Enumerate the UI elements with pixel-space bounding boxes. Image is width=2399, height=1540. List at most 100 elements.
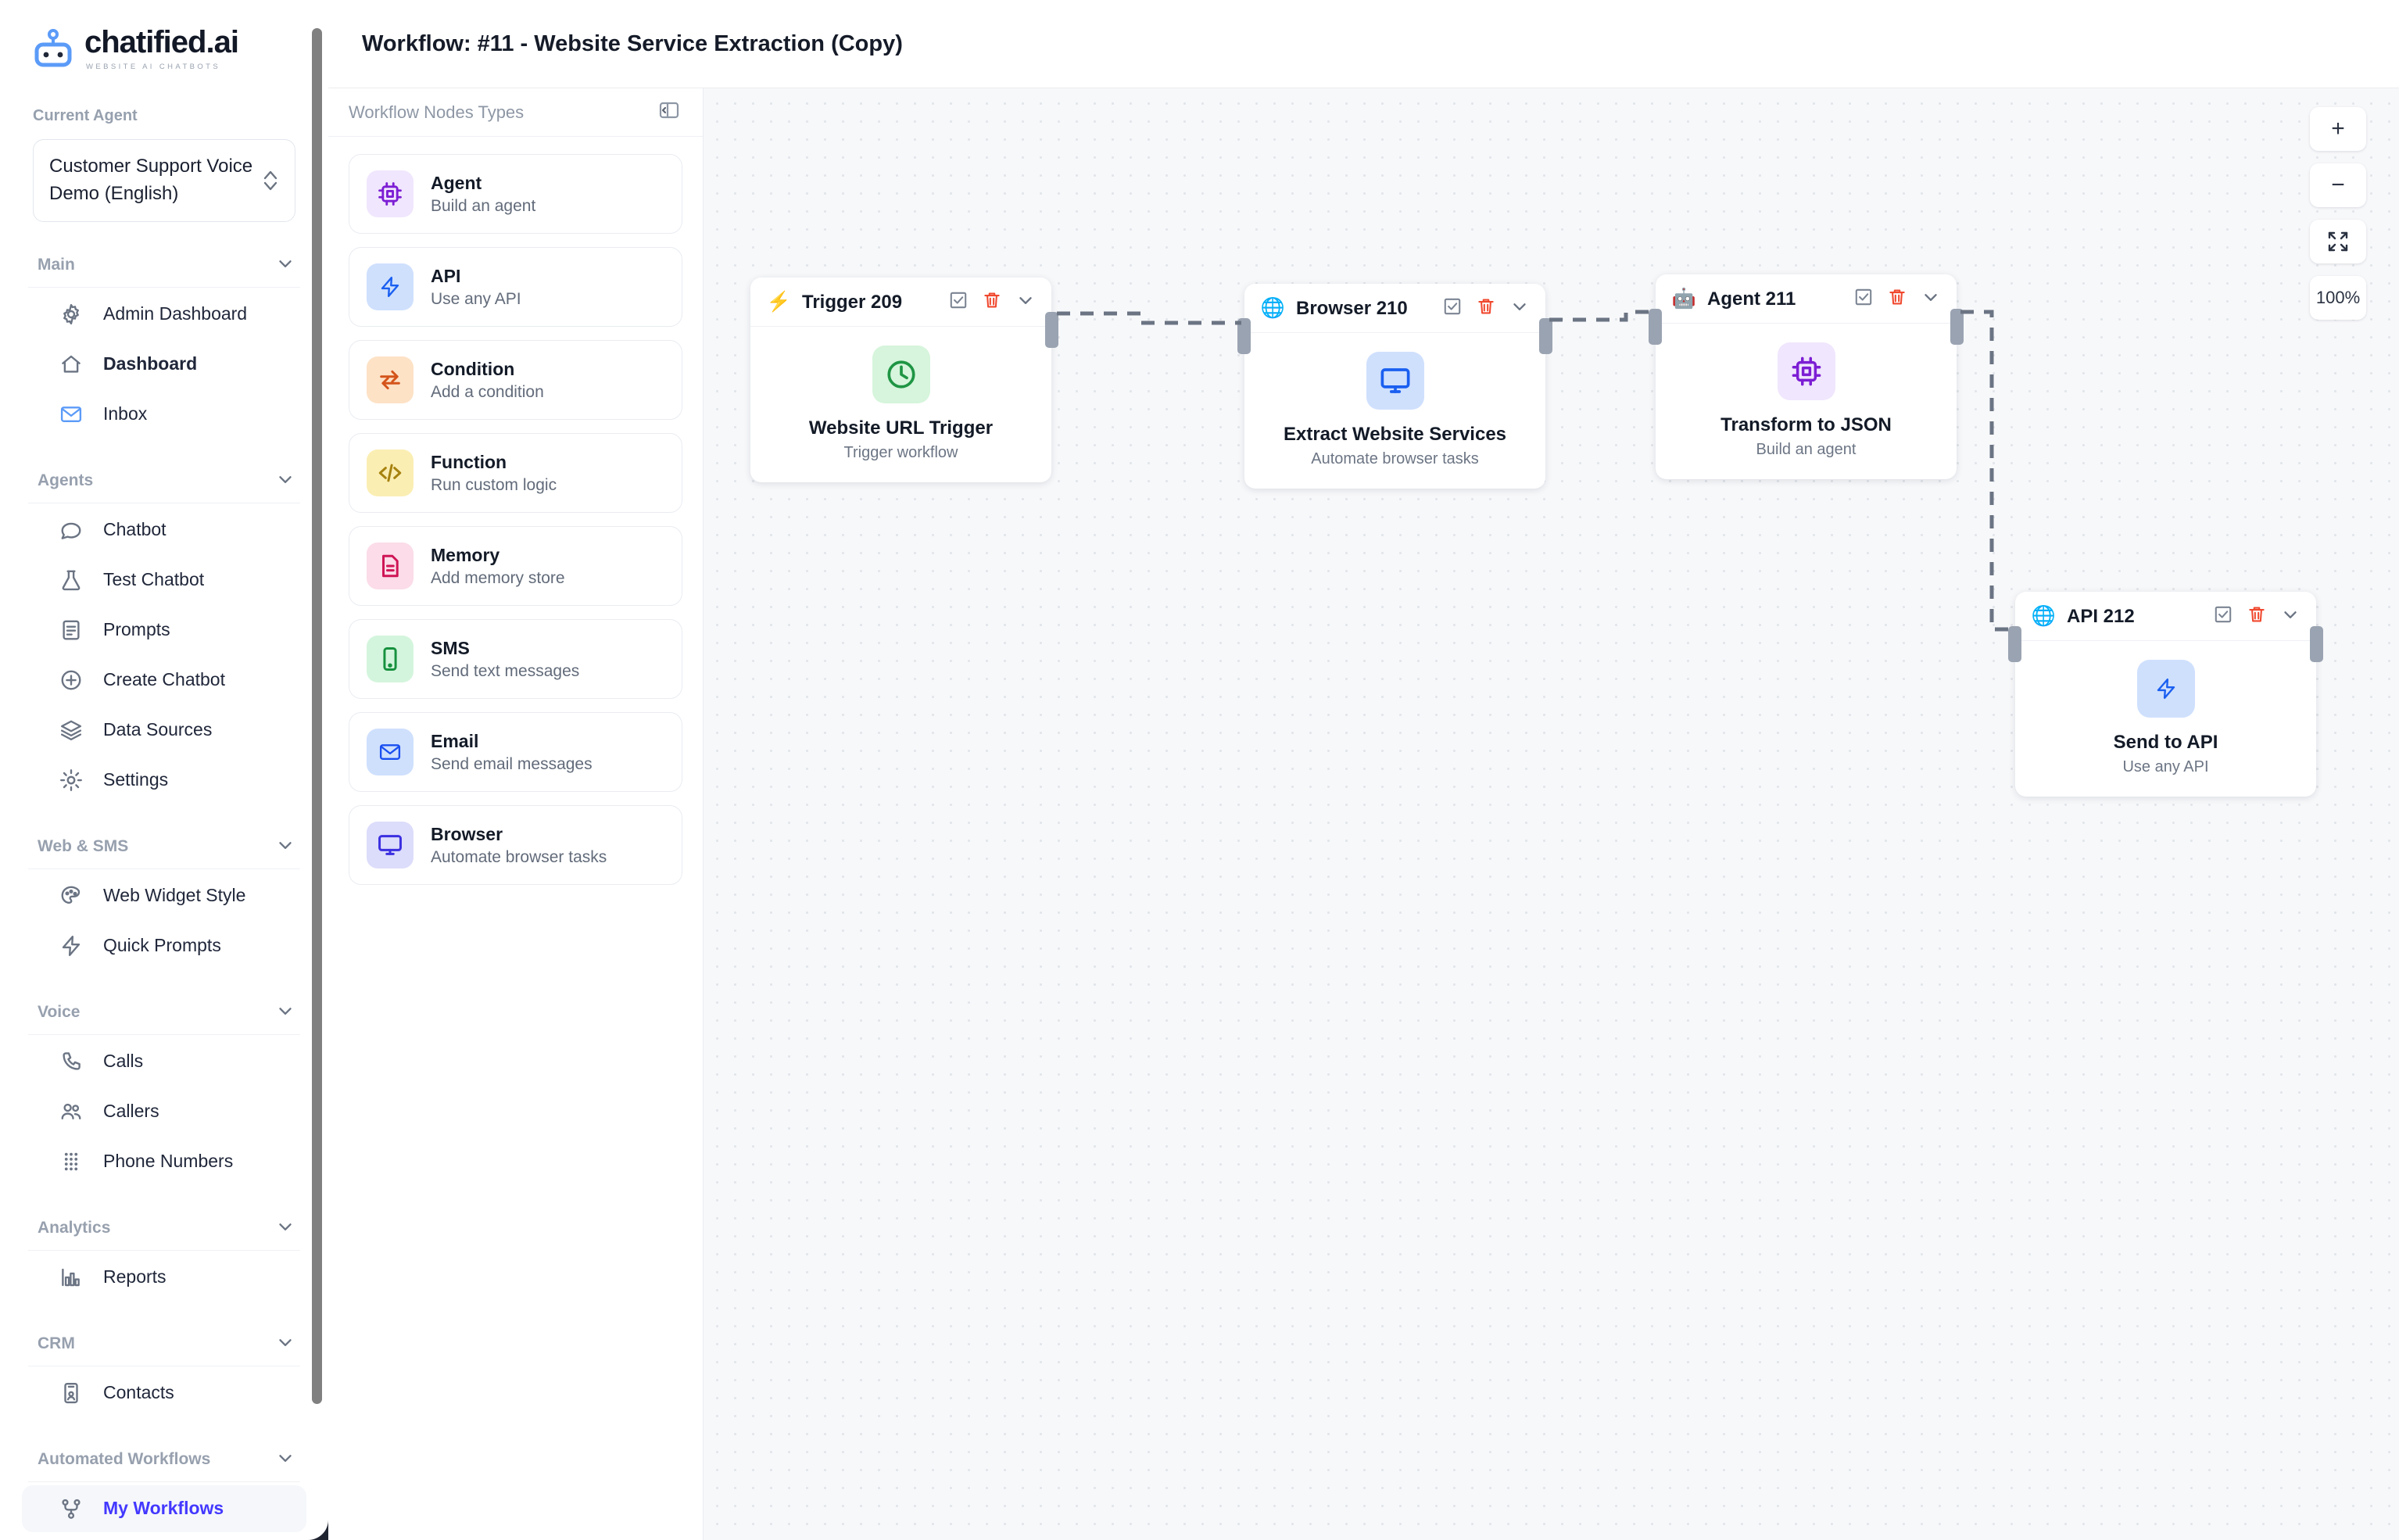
brand-logo[interactable]: chatified.ai WEBSITE AI CHATBOTS (0, 0, 328, 71)
nav-group-header[interactable]: Web & SMS (28, 827, 300, 869)
sidebar-item-label: Data Sources (103, 719, 213, 740)
chevron-down-icon (275, 1001, 295, 1025)
node-delete-icon[interactable] (1476, 296, 1496, 321)
sidebar-item-label: My Workflows (103, 1498, 224, 1519)
sidebar-item-web-widget-style[interactable]: Web Widget Style (22, 872, 306, 919)
cpu-icon (367, 170, 414, 217)
workflow-canvas[interactable]: + − 100% ⚡Trigge (704, 88, 2399, 1540)
sidebar-item-calls[interactable]: Calls (22, 1038, 306, 1085)
node-checkbox-icon[interactable] (2213, 604, 2233, 629)
sidebar-item-callers[interactable]: Callers (22, 1088, 306, 1135)
node-checkbox-icon[interactable] (948, 290, 969, 314)
sidebar-item-label: Create Chatbot (103, 669, 225, 690)
node-title: Trigger 209 (802, 291, 903, 313)
node-collapse-chevron-icon[interactable] (1921, 287, 1941, 311)
clock-icon (872, 346, 930, 403)
sidebar-item-admin-dashboard[interactable]: Admin Dashboard (22, 291, 306, 338)
nav-group-header[interactable]: Agents (28, 461, 300, 503)
zoom-level-indicator[interactable]: 100% (2310, 276, 2366, 320)
sidebar-item-contacts[interactable]: Contacts (22, 1370, 306, 1416)
node-handle-right[interactable] (1539, 318, 1552, 354)
node-delete-icon[interactable] (982, 290, 1002, 314)
swap-icon (367, 356, 414, 403)
node-checkbox-icon[interactable] (1853, 287, 1874, 311)
node-handle-left[interactable] (1649, 309, 1662, 345)
nav-group-header[interactable]: Voice (28, 993, 300, 1035)
contact-card-icon (59, 1381, 83, 1405)
fit-view-button[interactable] (2310, 220, 2366, 263)
sidebar-item-phone-numbers[interactable]: Phone Numbers (22, 1138, 306, 1185)
sidebar-item-templates[interactable]: Templates (22, 1535, 306, 1540)
node-delete-icon[interactable] (2247, 604, 2267, 629)
chat-bubble-icon (59, 518, 83, 542)
node-type-badge-icon: 🤖 (1671, 288, 1696, 310)
nav-group-header[interactable]: Main (28, 245, 300, 288)
node-collapse-chevron-icon[interactable] (2280, 604, 2301, 629)
current-agent-select[interactable]: Customer Support Voice Demo (English) (33, 139, 295, 222)
node-sublabel: Build an agent (1756, 441, 1857, 458)
palette-tile-desc: Add a condition (431, 382, 544, 401)
palette-tile-name: Condition (431, 358, 515, 379)
palette-tile-name: Memory (431, 544, 500, 565)
page-title: Workflow: #11 - Website Service Extracti… (362, 30, 903, 56)
sidebar-item-label: Settings (103, 769, 169, 790)
zoom-out-button[interactable]: − (2310, 163, 2366, 207)
sidebar-item-chatbot[interactable]: Chatbot (22, 507, 306, 553)
node-collapse-chevron-icon[interactable] (1509, 296, 1530, 321)
sidebar-item-data-sources[interactable]: Data Sources (22, 707, 306, 754)
bolt-icon (59, 934, 83, 958)
nav-group-header[interactable]: CRM (28, 1324, 300, 1366)
node-handle-right[interactable] (1045, 312, 1058, 348)
sidebar-item-reports[interactable]: Reports (22, 1254, 306, 1301)
palette-tile-desc: Build an agent (431, 196, 536, 215)
sidebar: chatified.ai WEBSITE AI CHATBOTS Current… (0, 0, 328, 1540)
nav-group-header[interactable]: Automated Workflows (28, 1440, 300, 1482)
nav-group-header[interactable]: Analytics (28, 1209, 300, 1251)
node-delete-icon[interactable] (1887, 287, 1907, 311)
node-handle-left[interactable] (2008, 626, 2021, 662)
node-actions (948, 290, 1036, 314)
sidebar-item-settings[interactable]: Settings (22, 757, 306, 804)
keypad-icon (59, 1150, 83, 1173)
zoom-in-button[interactable]: + (2310, 107, 2366, 151)
node-checkbox-icon[interactable] (1442, 296, 1463, 321)
sidebar-item-dashboard[interactable]: Dashboard (22, 341, 306, 388)
node-handle-left[interactable] (1237, 318, 1251, 354)
sidebar-scrollbar[interactable] (312, 28, 322, 1404)
sidebar-item-my-workflows[interactable]: My Workflows (22, 1484, 306, 1532)
sidebar-item-quick-prompts[interactable]: Quick Prompts (22, 922, 306, 969)
sidebar-scroll-area[interactable]: chatified.ai WEBSITE AI CHATBOTS Current… (0, 0, 328, 1540)
node-handle-right[interactable] (2310, 626, 2323, 662)
node-collapse-chevron-icon[interactable] (1015, 290, 1036, 314)
envelope-icon (367, 729, 414, 775)
sidebar-item-prompts[interactable]: Prompts (22, 607, 306, 654)
edge-connectors (1057, 310, 2014, 632)
sidebar-item-create-chatbot[interactable]: Create Chatbot (22, 657, 306, 704)
node-actions (2213, 604, 2301, 629)
node-actions (1442, 296, 1530, 321)
sidebar-item-test-chatbot[interactable]: Test Chatbot (22, 557, 306, 603)
node-handle-right[interactable] (1950, 309, 1964, 345)
sidebar-item-inbox[interactable]: Inbox (22, 391, 306, 438)
panel-collapse-icon[interactable] (657, 98, 681, 126)
